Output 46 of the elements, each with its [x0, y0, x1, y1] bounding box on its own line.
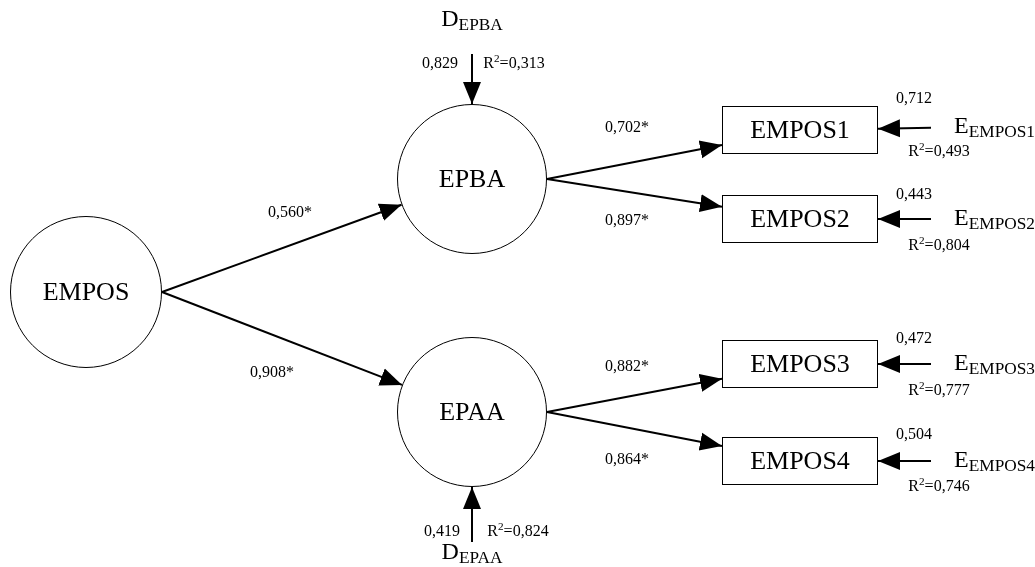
arrow [877, 210, 932, 228]
error-term-label: E$_{EMPOS4}$ [931, 446, 1035, 476]
edge-label: 0,702* [604, 118, 650, 136]
loading-value: 0,504 [896, 425, 932, 443]
r-squared-value: R$^{2}$=0,804 [908, 236, 970, 254]
edge-label: 0,560* [267, 203, 313, 221]
r-squared-value: R$^{2}$=0,777 [908, 381, 970, 399]
indicator-box [722, 195, 878, 243]
error-term-label: E$_{EMPOS3}$ [931, 349, 1035, 379]
edge-label: 0,897* [604, 211, 650, 229]
node-label: EPAA [439, 397, 505, 427]
r-squared-value: R$^{2}$=0,313 [483, 54, 545, 72]
indicator-box [722, 437, 878, 485]
arrow [546, 411, 723, 451]
r-squared-value: R$^{2}$=0,746 [908, 477, 970, 495]
loading-value: 0,443 [896, 185, 932, 203]
edge-label: 0,882* [604, 357, 650, 375]
arrow [546, 140, 723, 180]
node-label: EMPOS [42, 277, 130, 307]
r-squared-value: R$^{2}$=0,493 [908, 142, 970, 160]
error-term-label: E$_{EMPOS2}$ [931, 204, 1035, 234]
node-label: EMPOS3 [750, 349, 850, 379]
arrow [161, 291, 404, 386]
loading-value: 0,472 [896, 329, 932, 347]
error-term-label: D$_{EPAA}$ [442, 542, 502, 567]
arrow [877, 452, 932, 470]
loading-value: 0,829 [422, 54, 458, 72]
node-label: EMPOS1 [750, 115, 850, 145]
arrow [463, 53, 481, 105]
node-label: EMPOS4 [750, 446, 850, 476]
loading-value: 0,419 [424, 522, 460, 540]
arrow [546, 178, 723, 213]
loading-value: 0,712 [896, 89, 932, 107]
error-term-label: D$_{EPBA}$ [442, 6, 502, 54]
error-term-label: E$_{EMPOS1}$ [931, 112, 1035, 142]
edge-label: 0,908* [249, 363, 295, 381]
arrow [463, 486, 481, 543]
arrow [877, 355, 932, 373]
arrow [161, 203, 403, 293]
indicator-box [722, 106, 878, 154]
indicator-box [722, 340, 878, 388]
node-label: EMPOS2 [750, 204, 850, 234]
arrow [877, 119, 932, 138]
node-label: EPBA [438, 164, 506, 194]
edge-label: 0,864* [604, 450, 650, 468]
r-squared-value: R$^{2}$=0,824 [487, 522, 549, 540]
